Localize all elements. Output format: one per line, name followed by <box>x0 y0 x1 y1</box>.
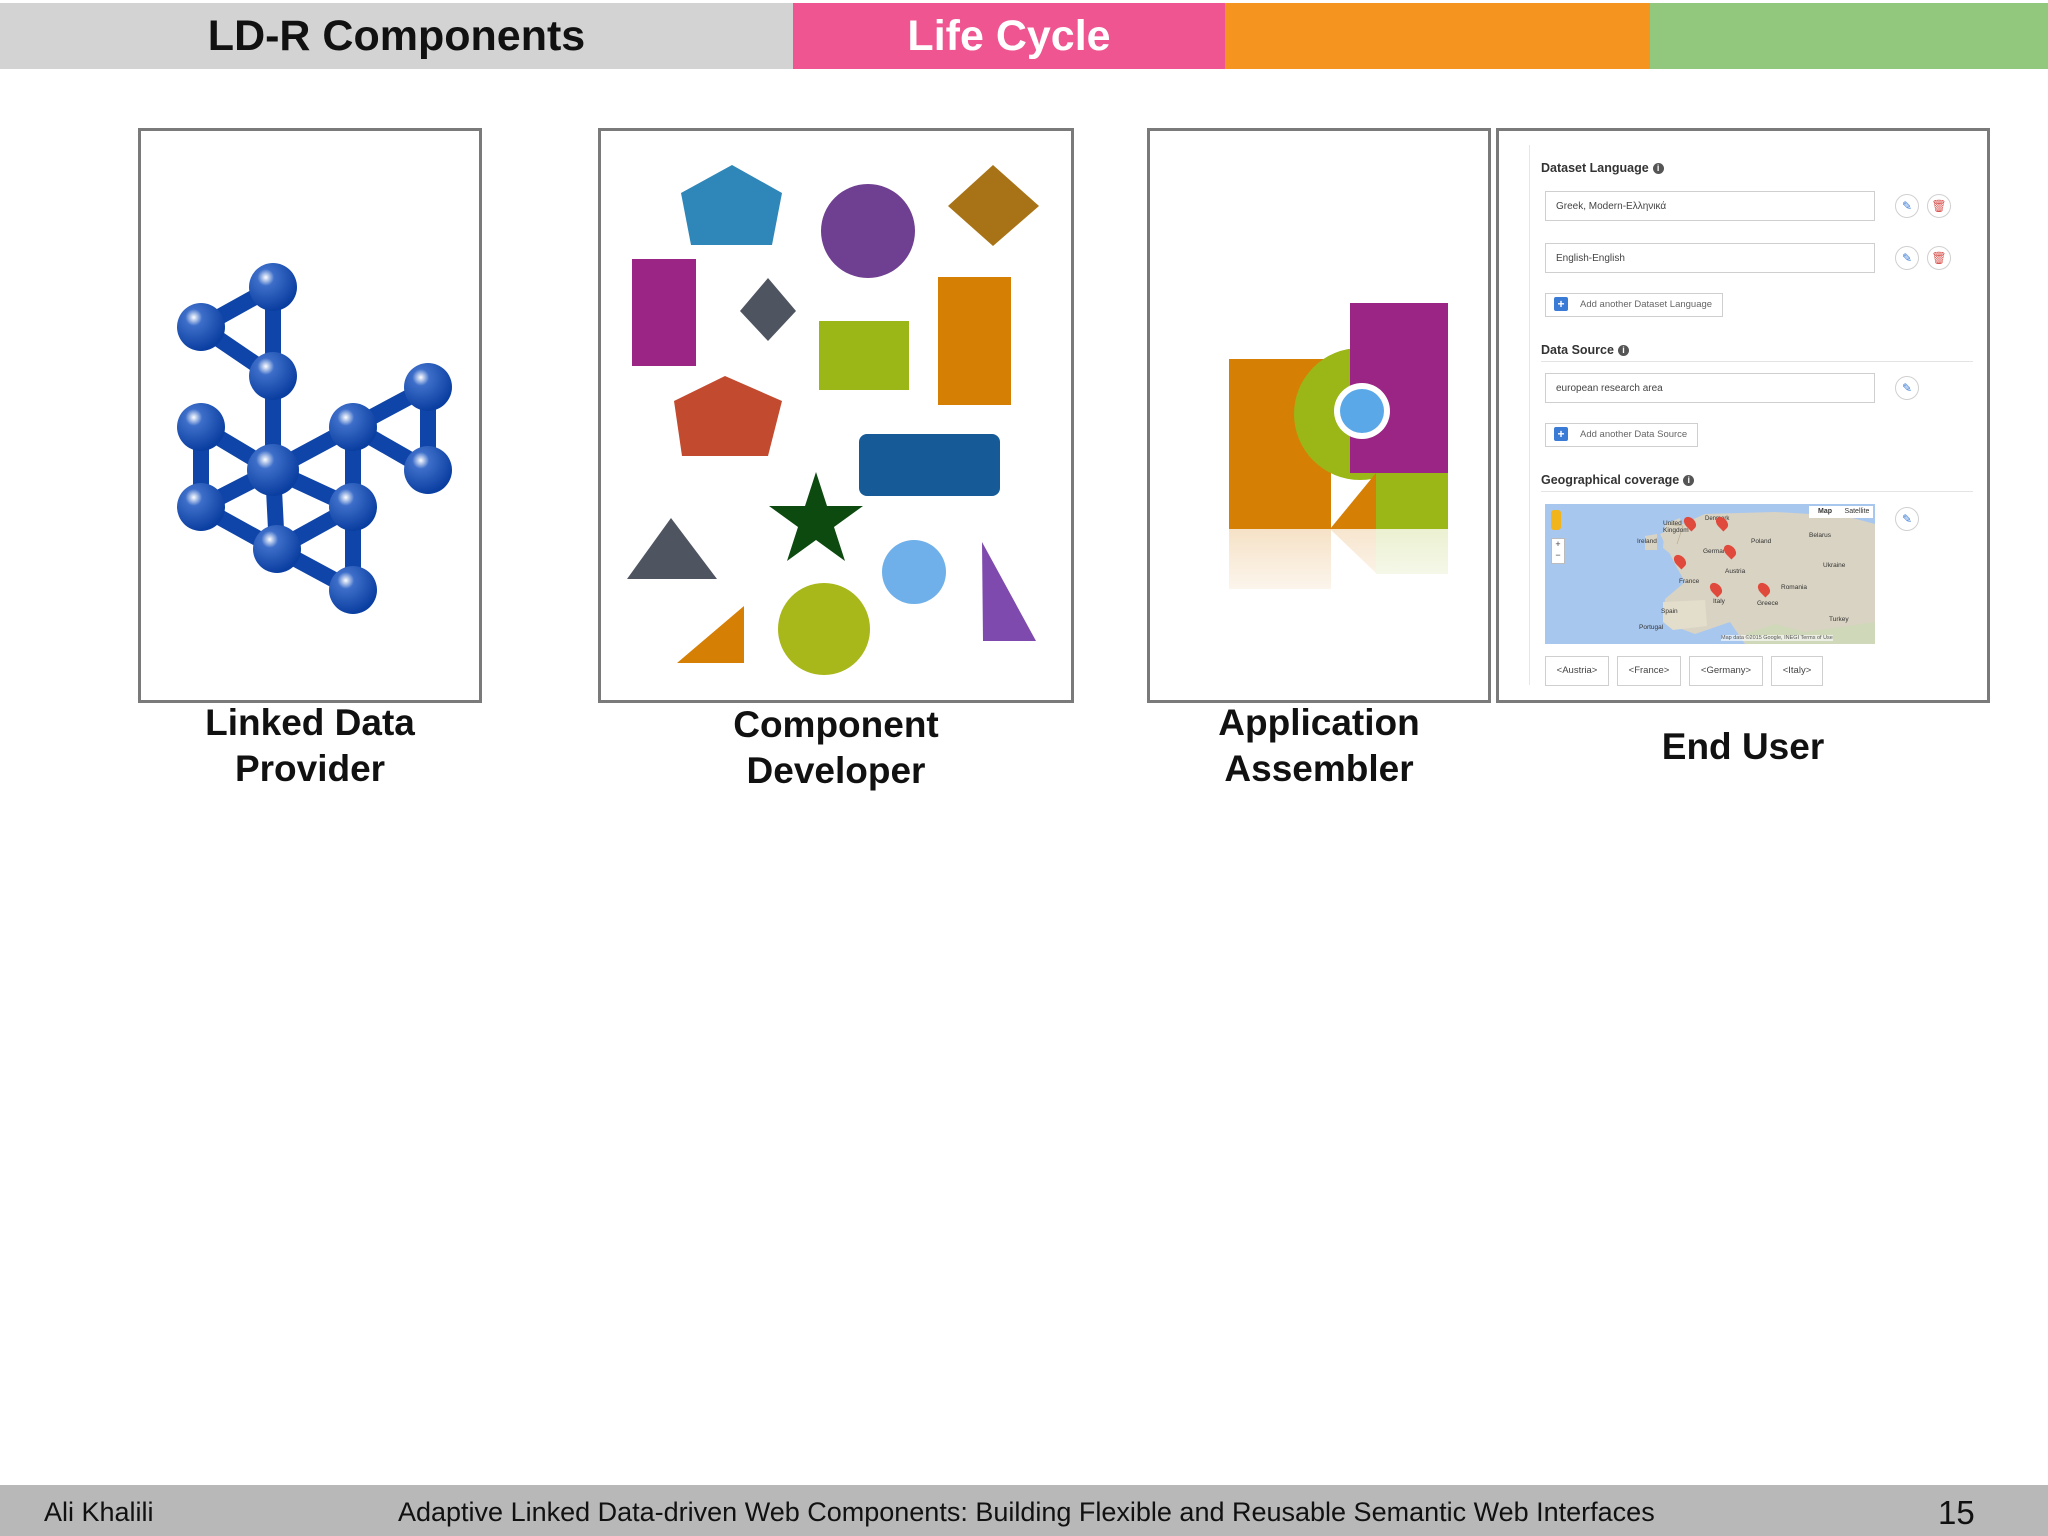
component-developer-caption: Component Developer <box>733 704 939 791</box>
data-source-field[interactable]: european research area <box>1545 373 1875 403</box>
edit-icon[interactable]: ✎ <box>1895 376 1919 400</box>
satellite-button[interactable]: Satellite <box>1844 508 1870 515</box>
dataset-language-field-2[interactable]: English-English <box>1545 243 1875 273</box>
map-label: Portugal <box>1639 624 1664 631</box>
linked-data-provider-caption: Linked Data Provider <box>205 702 415 789</box>
map-label: Germany <box>1703 548 1730 555</box>
application-assembler-panel <box>1147 128 1491 703</box>
map-button[interactable]: Map <box>1818 508 1832 515</box>
map-label: United Kingdom <box>1663 520 1689 534</box>
map-label: Spain <box>1661 608 1678 615</box>
trash-icon[interactable]: 🗑 <box>1927 246 1951 270</box>
trash-icon[interactable]: 🗑 <box>1927 194 1951 218</box>
footer-author: Ali Khalili <box>44 1497 154 1527</box>
assembled-shapes-icon <box>1220 303 1460 619</box>
map-label: Romania <box>1781 584 1808 591</box>
map-label: France <box>1679 578 1700 585</box>
pegman-icon[interactable] <box>1551 510 1561 530</box>
zoom-control[interactable]: +− <box>1551 538 1565 564</box>
edit-icon[interactable]: ✎ <box>1895 507 1919 531</box>
footer-title: Adaptive Linked Data-driven Web Componen… <box>398 1497 1655 1527</box>
slide-footer: Ali Khalili Adaptive Linked Data-driven … <box>0 1485 2048 1536</box>
map-land-shapes <box>1645 512 1875 644</box>
map-type-toggle[interactable]: Map Satellite <box>1809 506 1873 518</box>
plus-icon: + <box>1554 297 1568 312</box>
country-tag[interactable]: <Italy> <box>1771 656 1823 686</box>
map-label: Ireland <box>1637 538 1657 545</box>
edit-icon[interactable]: ✎ <box>1895 246 1919 270</box>
dataset-language-field-1[interactable]: Greek, Modern-Ελληνικά <box>1545 191 1875 221</box>
divider <box>1541 361 1973 362</box>
linked-data-graph-icon <box>177 263 452 614</box>
edit-icon[interactable]: ✎ <box>1895 194 1919 218</box>
map-label: Turkey <box>1829 616 1849 623</box>
header-color-block-orange <box>1225 3 1650 69</box>
europe-map[interactable]: +− Map Satellite United Kingdom Ireland … <box>1545 504 1875 644</box>
country-tag[interactable]: <France> <box>1617 656 1681 686</box>
map-label: Ukraine <box>1823 562 1846 569</box>
add-dataset-language-button[interactable]: +Add another Dataset Language <box>1545 293 1724 317</box>
colored-shapes-icon <box>627 165 1039 675</box>
info-icon: i <box>1617 345 1629 357</box>
map-label: Belarus <box>1809 532 1832 539</box>
linked-data-provider-panel <box>138 128 482 703</box>
component-developer-panel <box>598 128 1074 703</box>
map-label: Italy <box>1713 598 1725 605</box>
map-label: Austria <box>1725 568 1746 575</box>
divider <box>1541 491 1973 492</box>
plus-icon: + <box>1554 427 1568 442</box>
map-label: Greece <box>1757 600 1779 607</box>
slide-header: LD-R Components Life Cycle <box>0 3 2048 69</box>
country-tag[interactable]: <Austria> <box>1545 656 1609 686</box>
info-icon: i <box>1683 475 1695 487</box>
page-number: 15 <box>1938 1494 1975 1531</box>
header-color-block-green <box>1650 3 2048 69</box>
country-tag[interactable]: <Germany> <box>1689 656 1763 686</box>
application-assembler-caption: Application Assembler <box>1218 702 1420 789</box>
header-topic-label: Life Cycle <box>793 3 1225 69</box>
header-section-label: LD-R Components <box>0 3 793 69</box>
add-data-source-button[interactable]: +Add another Data Source <box>1545 423 1699 447</box>
info-icon: i <box>1652 163 1664 175</box>
map-attribution: Map data ©2015 Google, INEGI Terms of Us… <box>1721 635 1833 641</box>
map-label: Poland <box>1751 538 1772 545</box>
end-user-caption: End User <box>1661 726 1825 767</box>
